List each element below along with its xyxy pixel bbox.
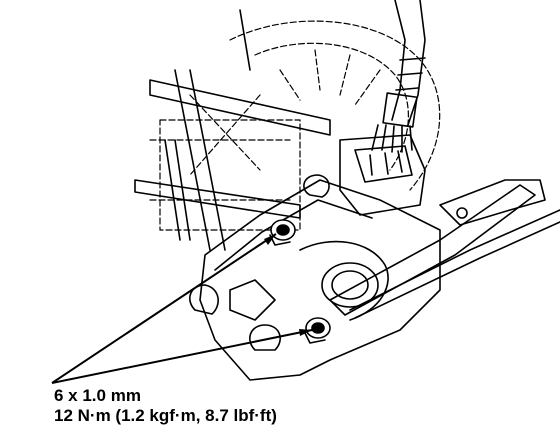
leader-arrowhead-lower [299,329,312,336]
lower-mounting-bolt [304,317,331,344]
callout-leader-lines [51,233,313,384]
bolt-size-label: 6 x 1.0 mm [54,386,141,405]
electrical-connector [339,134,426,216]
background-housing-outline [149,20,441,231]
linkage-arm [329,179,560,319]
bolt-spec-callout: 6 x 1.0 mm 12 N·m (1.2 kgf·m, 8.7 lbf·ft… [54,386,277,426]
frame-struts [134,9,331,251]
upper-mounting-bolt [269,219,296,246]
wiring-harness [371,0,426,153]
component-housing [189,174,441,381]
torque-spec-label: 12 N·m (1.2 kgf·m, 8.7 lbf·ft) [54,406,277,425]
leader-arrowhead-upper [264,234,276,245]
